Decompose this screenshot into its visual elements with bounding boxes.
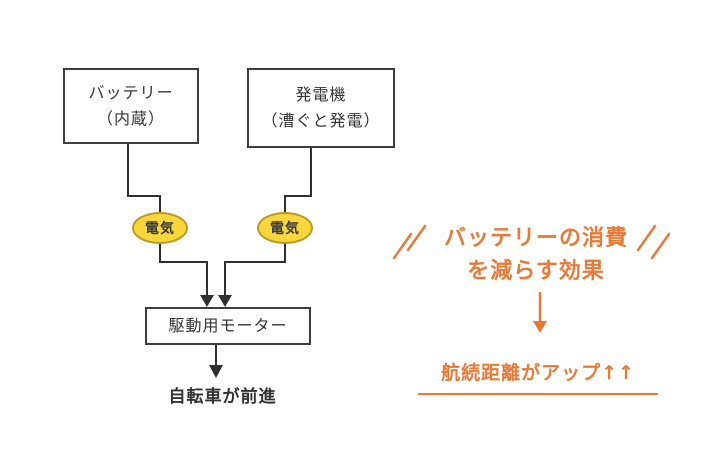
benefit-arrowhead [533, 321, 547, 333]
outcome-text: 航続距離がアップ↑↑ [418, 358, 658, 395]
benefit-line2: を減らす効果 [467, 259, 605, 284]
generator-label-line2: （漕ぐと発電） [261, 111, 381, 130]
arrowhead-generator-to-motor [218, 295, 232, 307]
electricity-label-left: 電気 [145, 221, 175, 237]
motor-label: 駆動用モーター [168, 316, 288, 336]
arrowhead-battery-to-motor [200, 295, 214, 307]
motor-node: 駆動用モーター [145, 307, 311, 345]
battery-label-line1: バッテリー [88, 83, 174, 103]
benefit-callout: バッテリーの消費 を減らす効果 [412, 222, 660, 288]
electricity-badge-left: 電気 [132, 212, 188, 244]
arrowhead-motor-to-result [209, 365, 223, 378]
battery-label-line2: （内蔵） [96, 109, 165, 128]
result-text: 自転車が前進 [168, 387, 277, 407]
battery-node: バッテリー （内蔵） [63, 68, 199, 144]
benefit-line1: バッテリーの消費 [443, 226, 628, 251]
electricity-badge-right: 電気 [257, 212, 313, 244]
generator-label-line1: 発電機 [295, 85, 347, 105]
generator-node: 発電機 （漕ぐと発電） [247, 68, 395, 148]
electricity-label-right: 電気 [270, 221, 300, 237]
